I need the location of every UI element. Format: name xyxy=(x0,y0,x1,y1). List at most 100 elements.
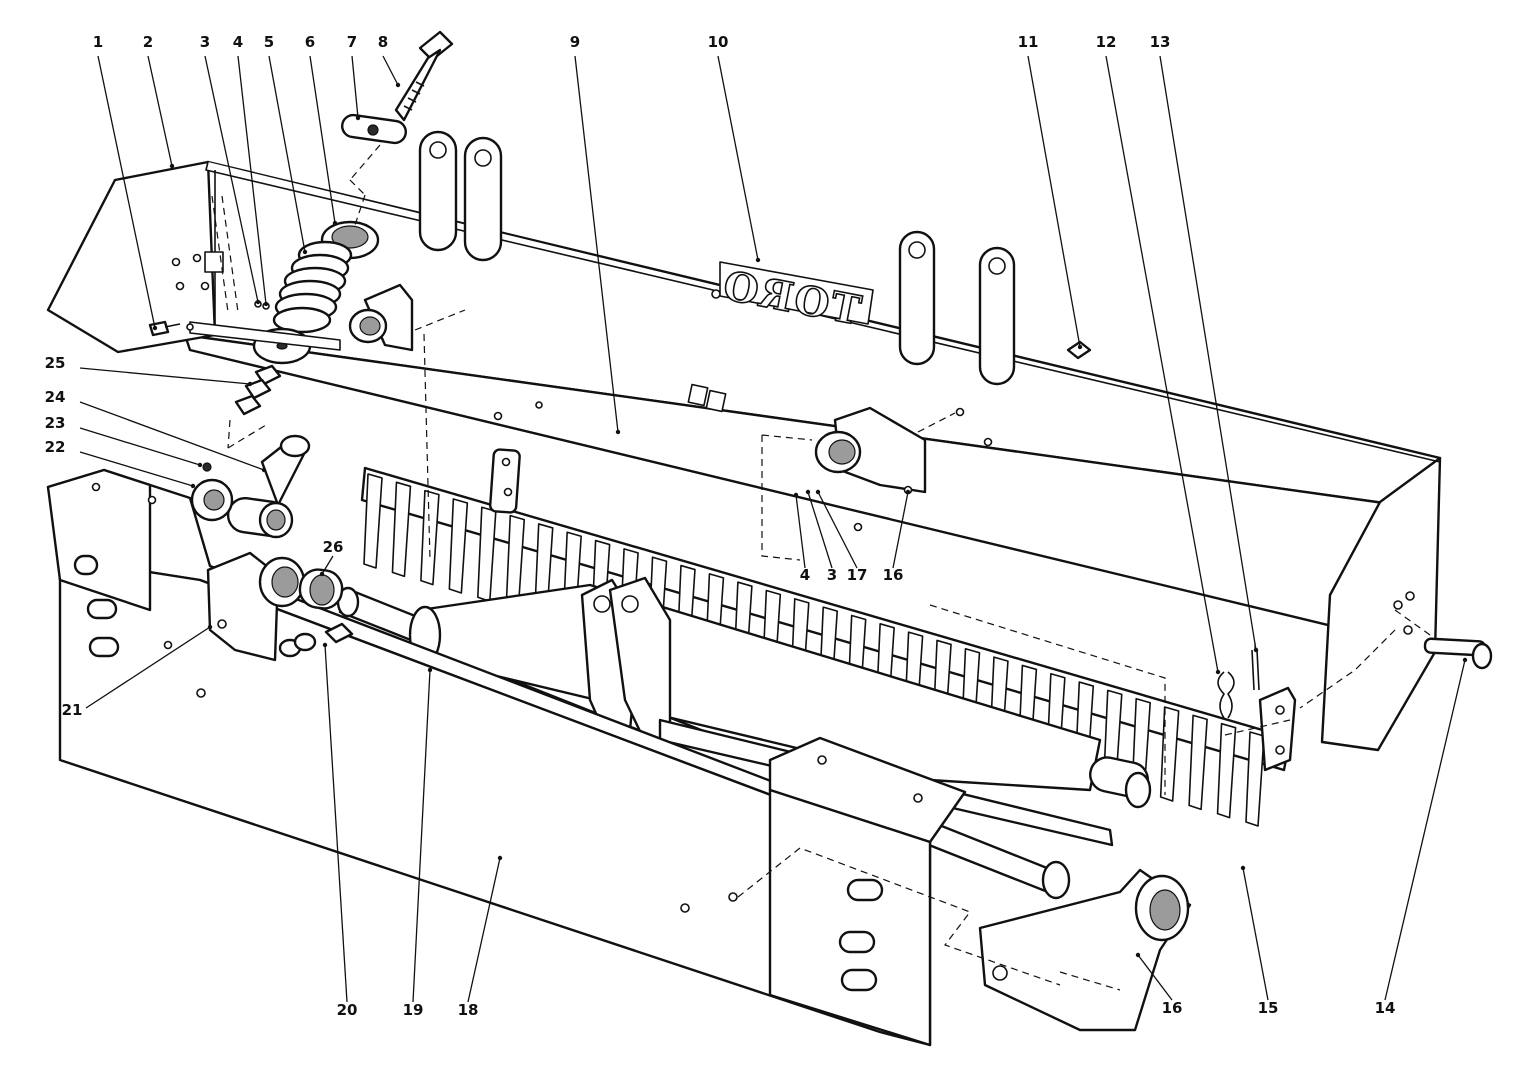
callout-pointer-20 xyxy=(322,642,328,648)
callout-label-14: 14 xyxy=(1375,999,1396,1017)
callout-pointer-3b xyxy=(805,489,811,495)
callout-leader-23 xyxy=(79,427,201,466)
callout-leader-14 xyxy=(1384,659,1466,1001)
callout-label-25: 25 xyxy=(45,354,66,372)
callout-leader-4b xyxy=(795,494,806,569)
callout-pointer-1 xyxy=(152,325,158,331)
callout-leader-5 xyxy=(268,55,306,253)
callout-label-16b: 16 xyxy=(883,566,904,584)
callout-leader-15 xyxy=(1242,867,1269,1001)
compression-spring xyxy=(272,240,353,334)
callout-leader-13 xyxy=(1159,55,1257,651)
bolt-11 xyxy=(1066,340,1092,360)
callout-label-8: 8 xyxy=(378,33,388,51)
hood-hole xyxy=(192,253,202,263)
callout-label-22: 22 xyxy=(45,438,66,456)
callout-pointer-19 xyxy=(427,667,433,673)
callout-pointer-25 xyxy=(247,381,253,387)
hood-hole xyxy=(535,401,543,409)
callout-leader-19 xyxy=(412,669,431,1003)
callout-label-23: 23 xyxy=(45,414,66,432)
callout-label-6: 6 xyxy=(305,33,315,51)
hood-hole xyxy=(955,407,965,417)
callout-pointer-7 xyxy=(355,115,361,121)
bolt-20 xyxy=(324,622,354,644)
callout-leader-22 xyxy=(79,451,194,487)
hood-hole xyxy=(200,281,210,291)
callout-leader-9 xyxy=(574,55,619,433)
callout-label-5: 5 xyxy=(264,33,274,51)
comb-bracket xyxy=(489,448,521,514)
hood-hole xyxy=(983,437,993,447)
comb-tine xyxy=(477,506,497,603)
callout-label-20: 20 xyxy=(337,1001,358,1019)
hood-left-end-plate xyxy=(46,160,217,354)
comb-tine xyxy=(391,481,412,578)
callout-leader-25 xyxy=(79,367,251,385)
callout-pointer-17 xyxy=(815,489,821,495)
hood-mount-tabs xyxy=(418,130,1016,386)
callout-label-17: 17 xyxy=(847,566,868,584)
callout-leader-24 xyxy=(79,401,265,471)
comb-end-plate xyxy=(1258,686,1297,772)
callout-label-24: 24 xyxy=(45,388,66,406)
hood-clip xyxy=(204,251,224,273)
callout-leader-4 xyxy=(237,55,267,305)
callout-leader-12 xyxy=(1105,55,1219,673)
brand-nameplate xyxy=(719,261,874,325)
lock-nuts xyxy=(227,364,282,449)
callout-label-19: 19 xyxy=(403,1001,424,1019)
callout-leader-20 xyxy=(324,644,348,1003)
right-side-hardware xyxy=(1217,637,1493,719)
hood-hole xyxy=(493,411,503,421)
hood-clip xyxy=(705,389,727,413)
callout-pointer-23 xyxy=(197,462,203,468)
callout-leader-16a xyxy=(1137,954,1173,1001)
hood-hole xyxy=(171,257,181,267)
callout-pointer-14 xyxy=(1462,657,1468,663)
callout-label-13: 13 xyxy=(1150,33,1171,51)
main-frame xyxy=(46,468,1192,1047)
frame-slot xyxy=(73,554,99,576)
hood-hole xyxy=(1393,600,1403,610)
callout-pointer-18 xyxy=(497,855,503,861)
callout-label-15: 15 xyxy=(1258,999,1279,1017)
comb-tine xyxy=(420,489,440,586)
frame-slot xyxy=(838,930,876,954)
callout-pointer-4 xyxy=(263,301,269,307)
assembly-lines xyxy=(414,309,1431,991)
callout-label-12: 12 xyxy=(1096,33,1117,51)
callout-leader-26 xyxy=(321,555,334,575)
cross-pin xyxy=(341,113,407,145)
mount-tab xyxy=(978,246,1016,386)
comb-tine xyxy=(1216,722,1237,819)
callout-leader-18 xyxy=(467,857,501,1003)
callout-pointer-15 xyxy=(1240,865,1246,871)
callout-pointer-21 xyxy=(207,624,213,630)
callout-leader-1 xyxy=(97,55,156,329)
hood-clip xyxy=(687,383,709,407)
callout-label-16a: 16 xyxy=(1162,999,1183,1017)
comb-tine xyxy=(1159,706,1180,802)
hood-hole xyxy=(1405,591,1415,601)
frame-slot xyxy=(840,968,878,992)
callout-label-7: 7 xyxy=(347,33,357,51)
cotter-pin-13 xyxy=(1251,649,1255,691)
hair-pin-12 xyxy=(1217,671,1225,719)
callout-leader-16b xyxy=(892,491,909,569)
bolt-1 xyxy=(148,320,170,337)
callout-leader-3 xyxy=(204,55,259,303)
set-screw-23 xyxy=(202,462,212,472)
hood-right-bearing-bracket xyxy=(814,406,927,495)
frame-slot xyxy=(86,598,118,620)
callout-pointer-12 xyxy=(1215,669,1221,675)
callout-pointer-11 xyxy=(1077,344,1083,350)
callout-label-4b: 4 xyxy=(800,566,810,584)
callout-label-9: 9 xyxy=(570,33,580,51)
callout-pointer-5 xyxy=(302,249,308,255)
callout-label-10: 10 xyxy=(708,33,729,51)
callout-pointer-16b xyxy=(905,489,911,495)
comb-tine xyxy=(1245,731,1265,827)
